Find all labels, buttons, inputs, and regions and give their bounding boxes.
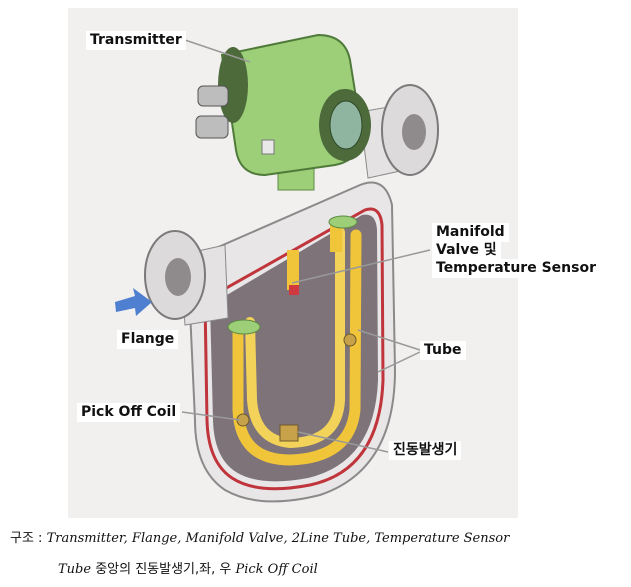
flange-right-bore — [402, 114, 426, 150]
cable-gland-top — [197, 85, 229, 107]
vibrator-block — [279, 424, 299, 442]
caption-pickoff-coil: Pick Off Coil — [235, 562, 318, 577]
label-vibrator: 진동발생기 — [389, 441, 462, 460]
tube-riser-right — [330, 222, 342, 252]
neck-port — [261, 139, 275, 155]
transmitter-display — [329, 100, 363, 150]
tube-inner — [245, 227, 345, 449]
flow-arrow — [115, 288, 152, 316]
leader-tube-b — [377, 351, 421, 373]
manifold-pad-left — [227, 319, 261, 335]
label-manifold-line1: Manifold — [432, 223, 509, 242]
flange-left-bore — [165, 258, 191, 296]
leader-transmitter — [184, 39, 251, 63]
label-manifold-line3: Temperature Sensor — [432, 259, 600, 278]
tube-riser-left — [287, 250, 299, 290]
temperature-sensor — [289, 285, 299, 295]
caption-prefix: 구조 : — [10, 531, 43, 546]
coriolis-flowmeter-diagram: Transmitter Manifold Valve 및 Temperature… — [68, 8, 600, 518]
label-manifold-line2: Valve 및 — [432, 241, 501, 260]
caption: 구조 : Transmitter, Flange, Manifold Valve… — [0, 522, 631, 587]
caption-line-2: Tube 중앙의 진동발생기,좌, 우 Pick Off Coil — [58, 558, 318, 577]
caption-components: Transmitter, Flange, Manifold Valve, 2Li… — [46, 531, 510, 546]
tube-outer — [232, 229, 362, 466]
leader-manifold — [291, 249, 431, 284]
caption-line-1: 구조 : Transmitter, Flange, Manifold Valve… — [10, 527, 509, 546]
label-pickoff-coil: Pick Off Coil — [77, 403, 181, 422]
leader-pickoff — [181, 411, 241, 421]
cable-gland-bottom — [195, 115, 229, 139]
leader-tube-a — [357, 329, 421, 351]
label-flange: Flange — [117, 330, 179, 349]
leader-vibrator — [297, 431, 389, 453]
label-transmitter: Transmitter — [86, 31, 186, 50]
caption-tube: Tube — [58, 562, 92, 577]
transmitter-end-cap — [218, 47, 248, 123]
pickoff-coil-right — [343, 333, 357, 347]
housing-inner-outline — [203, 207, 385, 491]
manifold-pad-right — [328, 215, 358, 229]
caption-vibrator-text: 중앙의 진동발생기,좌, 우 — [91, 562, 236, 577]
label-tube: Tube — [420, 341, 466, 360]
